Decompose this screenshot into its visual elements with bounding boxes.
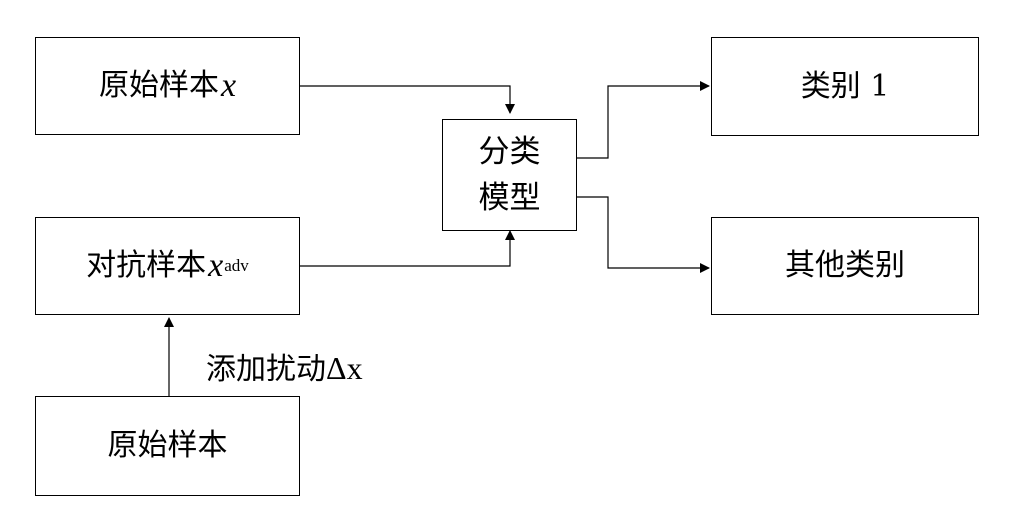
node-adversarial-sample-text: 对抗样本	[86, 248, 207, 283]
node-original-sample-text: 原始样本	[107, 428, 228, 463]
edge-model-to-class-1	[577, 81, 710, 159]
edge-label-perturbation-symbol: Δx	[326, 350, 363, 386]
node-class-1-text: 类别 1	[800, 68, 890, 104]
node-adversarial-sample-math: x	[208, 246, 224, 284]
edge-adversarial-to-model	[300, 230, 515, 267]
node-other-classes: 其他类别	[711, 217, 979, 315]
node-adversarial-sample-subscript: adv	[224, 255, 249, 275]
edge-original-to-model	[300, 85, 515, 114]
edge-model-to-other-classes	[577, 196, 710, 273]
node-class-1: 类别 1	[711, 37, 979, 136]
edge-label-perturbation: 添加扰动Δx	[206, 344, 363, 388]
node-original-sample-x-math: x	[220, 66, 237, 104]
node-classification-model: 分类 模型	[442, 119, 577, 231]
node-other-classes-text: 其他类别	[785, 248, 905, 283]
edge-label-perturbation-text: 添加扰动	[206, 352, 326, 387]
node-model-line-1: 分类	[478, 134, 541, 170]
node-original-sample-x-text: 原始样本	[98, 68, 219, 103]
node-original-sample: 原始样本	[35, 396, 300, 496]
node-model-line-2: 模型	[478, 180, 541, 216]
